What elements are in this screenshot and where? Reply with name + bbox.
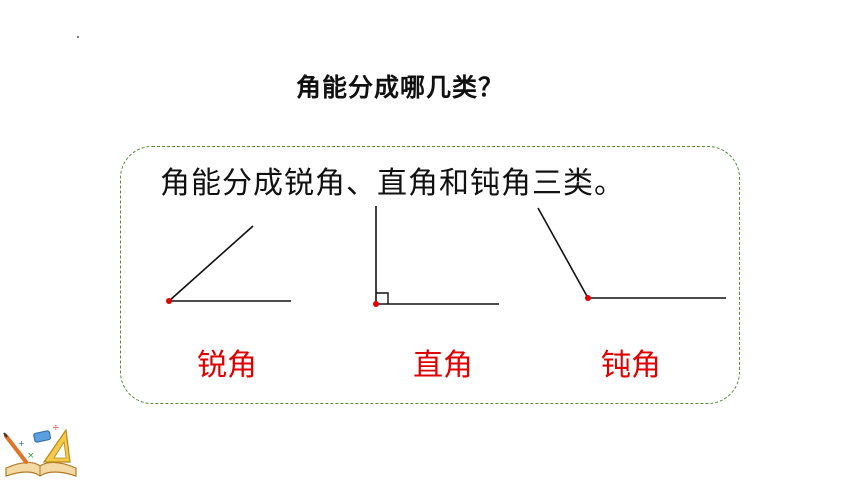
svg-text:÷: ÷ <box>52 423 60 433</box>
acute-angle <box>166 225 291 304</box>
obtuse-angle <box>537 207 726 301</box>
svg-text:+: + <box>18 439 25 448</box>
tiny-dot <box>77 36 79 38</box>
obtuse-angle-side-ray <box>537 207 589 299</box>
answer-box <box>120 146 740 404</box>
obtuse-angle-vertex <box>585 295 591 301</box>
right-angle-mark <box>376 292 389 304</box>
right-angle-label: 直角 <box>413 348 473 383</box>
acute-angle-label: 锐角 <box>197 348 257 383</box>
acute-angle-vertex <box>166 298 172 304</box>
math-tools-book-icon: × ÷ + <box>3 423 77 477</box>
obtuse-angle-label: 钝角 <box>601 348 661 383</box>
right-angle <box>373 206 499 307</box>
right-angle-vertex <box>373 301 379 307</box>
answer-text: 角能分成锐角、直角和钝角三类。 <box>160 166 625 201</box>
svg-text:×: × <box>27 451 35 461</box>
acute-angle-side-ray <box>168 225 254 302</box>
question-title: 角能分成哪几类？ <box>295 73 504 102</box>
